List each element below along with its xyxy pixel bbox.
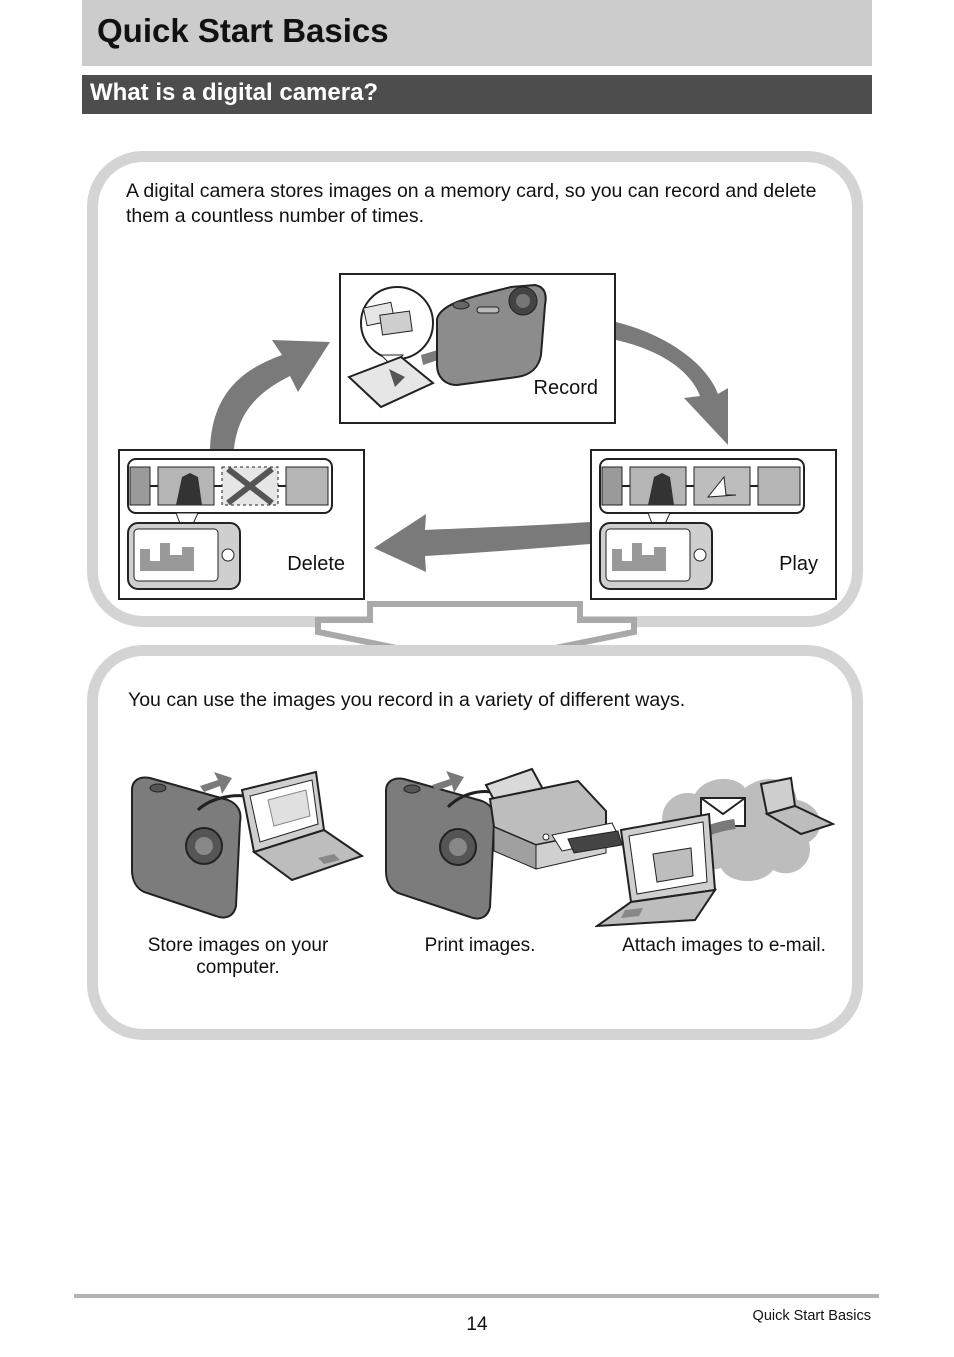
chapter-title: Quick Start Basics [97,12,389,49]
store-on-computer-illustration [131,770,365,919]
record-label: Record [533,377,598,399]
mail-caption: Attach images to e-mail. [622,935,826,956]
arrow-play-to-delete [374,514,590,572]
record-illustration [347,283,547,409]
play-label: Play [779,553,818,575]
page-number: 14 [466,1314,488,1335]
record-box: Record [339,273,616,424]
email-illustration [595,776,835,928]
cycle-intro-text: A digital camera stores images on a memo… [126,180,817,227]
delete-illustration [127,458,333,590]
arrow-record-to-play [616,322,728,445]
section-title: What is a digital camera? [90,79,379,106]
footer-section-label: Quick Start Basics [752,1308,871,1324]
delete-label: Delete [287,553,345,575]
print-illustration [385,767,622,920]
section-header: What is a digital camera? [82,75,872,114]
chapter-header: Quick Start Basics [82,0,872,66]
arrow-delete-to-record [210,340,330,449]
footer-rule [74,1294,879,1298]
play-illustration [599,458,805,590]
uses-intro-text: You can use the images you record in a v… [128,689,686,711]
play-box: Play [590,449,837,600]
print-caption: Print images. [424,935,536,956]
store-caption: Store images on your computer. [147,935,329,978]
delete-box: Delete [118,449,365,600]
cycle-arrows [210,322,728,668]
